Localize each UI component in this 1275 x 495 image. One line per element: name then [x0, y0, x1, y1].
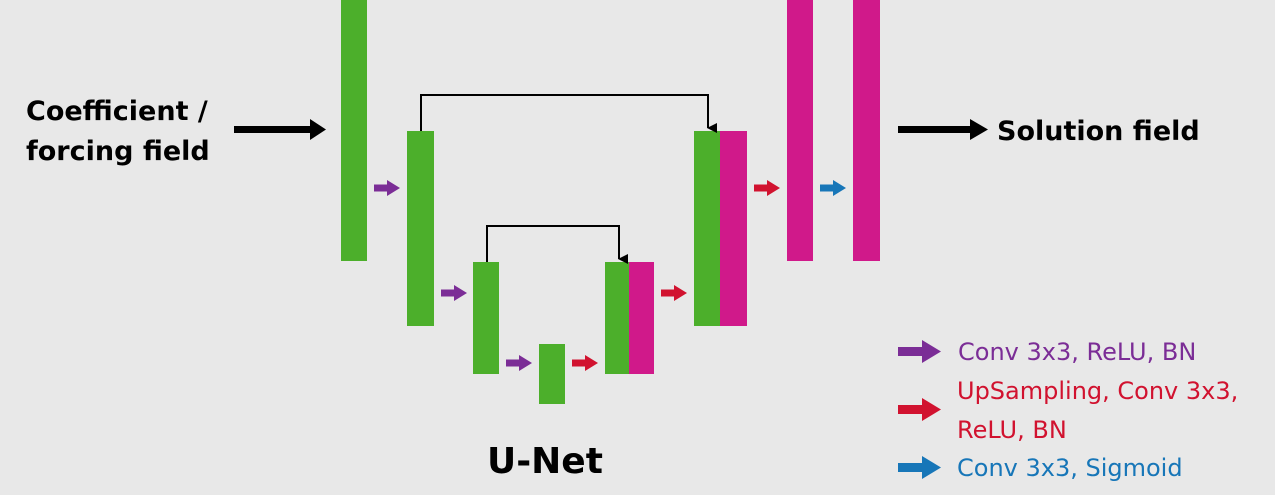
input-label-line-2: forcing field: [26, 136, 210, 167]
conv-arrow-1: [374, 180, 400, 196]
diagram-title: U-Net: [487, 441, 603, 482]
encoder-block-3: [473, 262, 499, 374]
legend-upsample-label-line-2: ReLU, BN: [957, 416, 1067, 444]
conv-arrow-3: [506, 355, 532, 371]
output-block: [853, 0, 880, 261]
decoder-block-1: [787, 0, 813, 261]
upsample-arrow-1: [572, 355, 598, 371]
input-arrow: [234, 119, 326, 140]
input-label: Coefficient / forcing field: [26, 92, 210, 172]
decoder-skip-block-2: [694, 131, 720, 326]
upsample-arrow-2: [661, 285, 687, 301]
legend-arrow-conv: [898, 340, 941, 363]
output-label: Solution field: [997, 116, 1200, 147]
decoder-block-2: [720, 131, 747, 326]
encoder-block-1: [341, 0, 367, 261]
upsample-arrow-3: [754, 180, 780, 196]
conv-arrow-2: [441, 285, 467, 301]
skip-connection-2: [420, 94, 717, 133]
sigmoid-arrow: [820, 180, 846, 196]
decoder-block-3: [629, 262, 654, 374]
encoder-block-2: [407, 131, 434, 326]
output-arrow: [898, 119, 988, 140]
legend-upsample-label-line-1: UpSampling, Conv 3x3,: [957, 377, 1239, 405]
decoder-skip-block-3: [605, 262, 629, 374]
legend-arrow-upsample: [898, 398, 941, 421]
legend-sigmoid-label: Conv 3x3, Sigmoid: [957, 454, 1183, 482]
input-label-line-1: Coefficient /: [26, 96, 208, 127]
legend-arrow-sigmoid: [898, 456, 941, 479]
legend-conv-label: Conv 3x3, ReLU, BN: [958, 338, 1197, 366]
bottleneck-block: [539, 344, 565, 404]
skip-connection-3: [486, 225, 628, 264]
